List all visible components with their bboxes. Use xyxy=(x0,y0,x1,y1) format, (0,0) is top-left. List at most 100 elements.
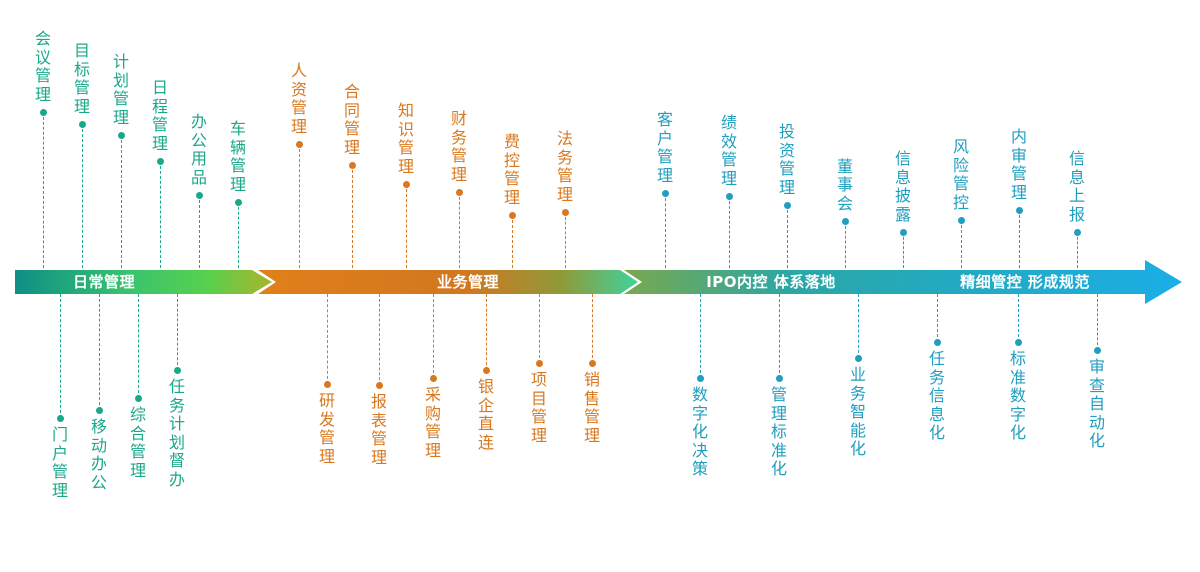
segment-label-refined: 精细管控 形成规范 xyxy=(960,273,1090,291)
module-label: 日程管理 xyxy=(151,78,168,153)
node-dot xyxy=(783,201,791,209)
node-dot xyxy=(775,374,783,382)
module-label: 标准数字化 xyxy=(1009,349,1026,442)
module-label: 会议管理 xyxy=(34,29,51,104)
module-label: 车辆管理 xyxy=(229,119,246,194)
module-label: 法务管理 xyxy=(556,129,573,204)
module-label: 内审管理 xyxy=(1010,127,1027,202)
module-label: 采购管理 xyxy=(424,385,441,460)
connector-line xyxy=(298,144,300,268)
connector-line xyxy=(326,294,328,384)
connector-line xyxy=(237,202,239,268)
module-label: 财务管理 xyxy=(450,109,467,184)
connector-line xyxy=(591,294,593,363)
node-dot xyxy=(78,120,86,128)
connector-line xyxy=(458,192,460,268)
node-dot xyxy=(1014,338,1022,346)
connector-line xyxy=(405,184,407,268)
connector-line xyxy=(664,193,666,268)
node-dot xyxy=(56,414,64,422)
module-label: 审查自动化 xyxy=(1088,357,1105,450)
node-dot xyxy=(455,188,463,196)
connector-line xyxy=(137,294,139,398)
module-label: 项目管理 xyxy=(530,370,547,445)
module-label: 风险管控 xyxy=(952,137,969,212)
segment-label-ipo: IPO内控 体系落地 xyxy=(706,273,836,291)
connector-line xyxy=(844,221,846,268)
node-dot xyxy=(429,374,437,382)
node-dot xyxy=(561,208,569,216)
node-dot xyxy=(899,228,907,236)
connector-line xyxy=(538,294,540,363)
timeline-segment-1 xyxy=(15,270,272,294)
module-label: 任务信息化 xyxy=(928,349,945,442)
node-dot xyxy=(39,108,47,116)
module-label: 门户管理 xyxy=(51,425,68,500)
connector-line xyxy=(485,294,487,370)
node-dot xyxy=(1073,228,1081,236)
node-dot xyxy=(535,359,543,367)
node-dot xyxy=(156,157,164,165)
module-label: 销售管理 xyxy=(583,370,600,445)
connector-line xyxy=(351,165,353,268)
timeline-segment-3 xyxy=(624,260,1182,304)
node-dot xyxy=(957,216,965,224)
connector-line xyxy=(378,294,380,385)
segment-label-business: 业务管理 xyxy=(436,273,500,291)
node-dot xyxy=(725,192,733,200)
connector-line xyxy=(902,232,904,268)
module-label: 业务智能化 xyxy=(849,365,866,458)
connector-line xyxy=(176,294,178,370)
module-label: 任务计划督办 xyxy=(168,377,185,489)
connector-line xyxy=(1076,232,1078,268)
module-label: 报表管理 xyxy=(370,392,387,467)
connector-line xyxy=(120,135,122,268)
module-label: 董事会 xyxy=(836,156,853,213)
node-dot xyxy=(508,211,516,219)
connector-line xyxy=(786,205,788,268)
connector-line xyxy=(699,294,701,378)
connector-line xyxy=(432,294,434,378)
connector-line xyxy=(81,124,83,268)
connector-line xyxy=(198,195,200,268)
node-dot xyxy=(173,366,181,374)
connector-line xyxy=(59,294,61,418)
module-label: 信息披露 xyxy=(894,149,911,224)
node-dot xyxy=(661,189,669,197)
connector-line xyxy=(1018,210,1020,268)
node-dot xyxy=(841,217,849,225)
node-dot xyxy=(933,338,941,346)
node-dot xyxy=(323,380,331,388)
node-dot xyxy=(402,180,410,188)
connector-line xyxy=(778,294,780,378)
connector-line xyxy=(159,161,161,268)
module-label: 目标管理 xyxy=(73,41,90,116)
module-label: 信息上报 xyxy=(1068,149,1085,224)
connector-line xyxy=(564,212,566,268)
connector-line xyxy=(511,215,513,268)
node-dot xyxy=(95,406,103,414)
module-label: 费控管理 xyxy=(503,132,520,207)
module-label: 绩效管理 xyxy=(720,113,737,188)
node-dot xyxy=(588,359,596,367)
node-dot xyxy=(234,198,242,206)
node-dot xyxy=(1015,206,1023,214)
connector-line xyxy=(42,112,44,268)
module-label: 知识管理 xyxy=(397,101,414,176)
module-label: 研发管理 xyxy=(318,391,335,466)
node-dot xyxy=(696,374,704,382)
module-label: 办公用品 xyxy=(190,112,207,187)
module-label: 综合管理 xyxy=(129,405,146,480)
module-label: 合同管理 xyxy=(343,82,360,157)
connector-line xyxy=(857,294,859,358)
timeline-segment-2 xyxy=(258,270,638,294)
segment-label-daily: 日常管理 xyxy=(72,273,136,291)
connector-line xyxy=(960,220,962,268)
module-label: 移动办公 xyxy=(90,417,107,492)
connector-line xyxy=(728,196,730,268)
module-label: 计划管理 xyxy=(112,52,129,127)
node-dot xyxy=(854,354,862,362)
module-label: 投资管理 xyxy=(778,122,795,197)
